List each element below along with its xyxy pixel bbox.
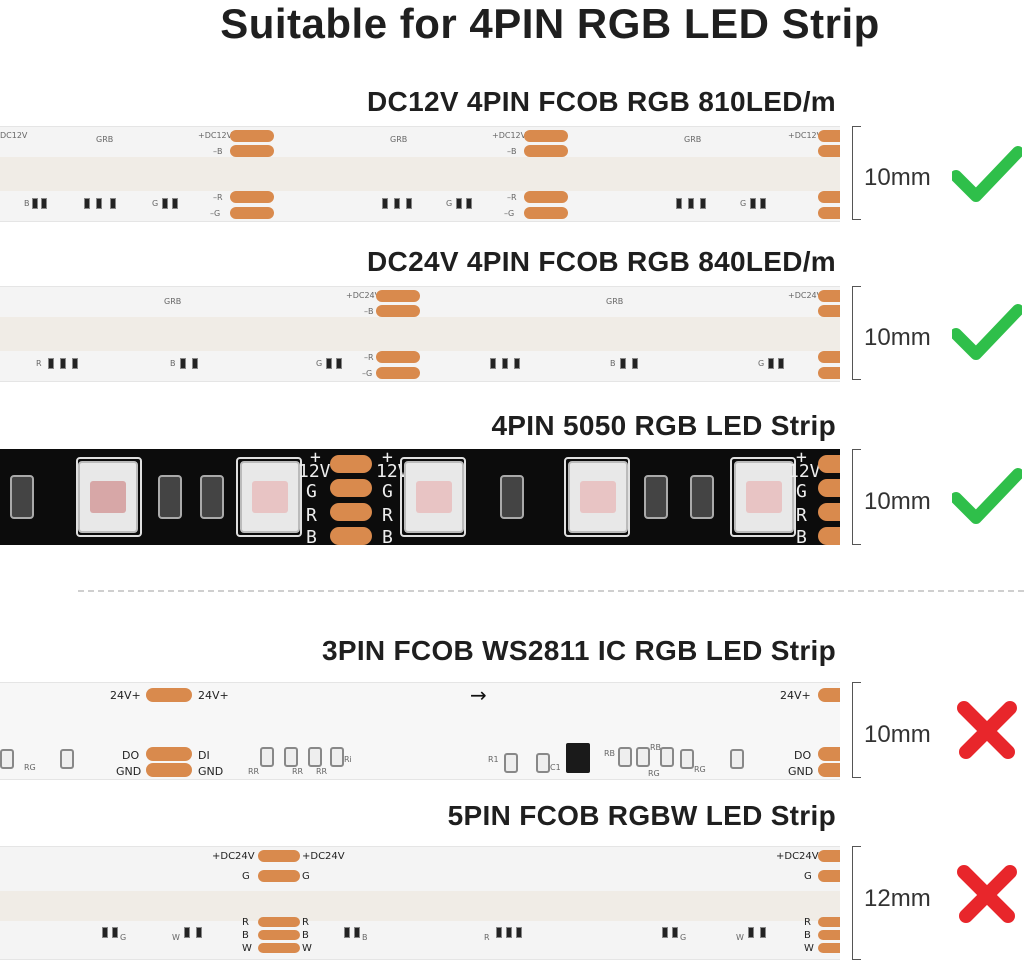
width-bracket bbox=[852, 126, 861, 220]
check-icon bbox=[952, 468, 1022, 524]
page-title: Suitable for 4PIN RGB LED Strip bbox=[220, 0, 880, 47]
cross-icon bbox=[957, 701, 1017, 759]
divider bbox=[78, 590, 1024, 592]
strip-2-label: DC24V 4PIN FCOB RGB 840LED/m bbox=[367, 246, 836, 277]
strip-1-image: DC12V GRB +DC12V –B –R –G GRB +DC12V –B … bbox=[0, 126, 840, 222]
strip-1-width: 10mm bbox=[864, 164, 931, 191]
strip-5-width: 12mm bbox=[864, 885, 931, 912]
width-bracket bbox=[852, 286, 861, 380]
strip-3-label: 4PIN 5050 RGB LED Strip bbox=[491, 410, 836, 441]
width-bracket bbox=[852, 846, 861, 960]
width-bracket bbox=[852, 449, 861, 545]
strip-2-image: GRB +DC24V –B –R –G GRB +DC24V R B G B G bbox=[0, 286, 840, 382]
check-icon bbox=[952, 304, 1022, 360]
strip-5-image: +DC24V +DC24V G G +DC24V G R B W R B W R… bbox=[0, 846, 840, 960]
strip-5-label: 5PIN FCOB RGBW LED Strip bbox=[447, 800, 836, 831]
strip-4-width: 10mm bbox=[864, 721, 931, 748]
strip-4-image: 24V+ 24V+ → 24V+ RG DO DI GND GND RR RR … bbox=[0, 682, 840, 780]
ic-chip bbox=[566, 743, 590, 773]
strip-3-width: 10mm bbox=[864, 488, 931, 515]
check-icon bbox=[952, 146, 1022, 202]
strip-2-width: 10mm bbox=[864, 324, 931, 351]
width-bracket bbox=[852, 682, 861, 778]
strip-3-image: + 12V G R B + 12V G R B + 12V G R B bbox=[0, 449, 840, 545]
strip-4-label: 3PIN FCOB WS2811 IC RGB LED Strip bbox=[322, 635, 836, 666]
cross-icon bbox=[957, 865, 1017, 923]
strip-1-label: DC12V 4PIN FCOB RGB 810LED/m bbox=[367, 86, 836, 117]
